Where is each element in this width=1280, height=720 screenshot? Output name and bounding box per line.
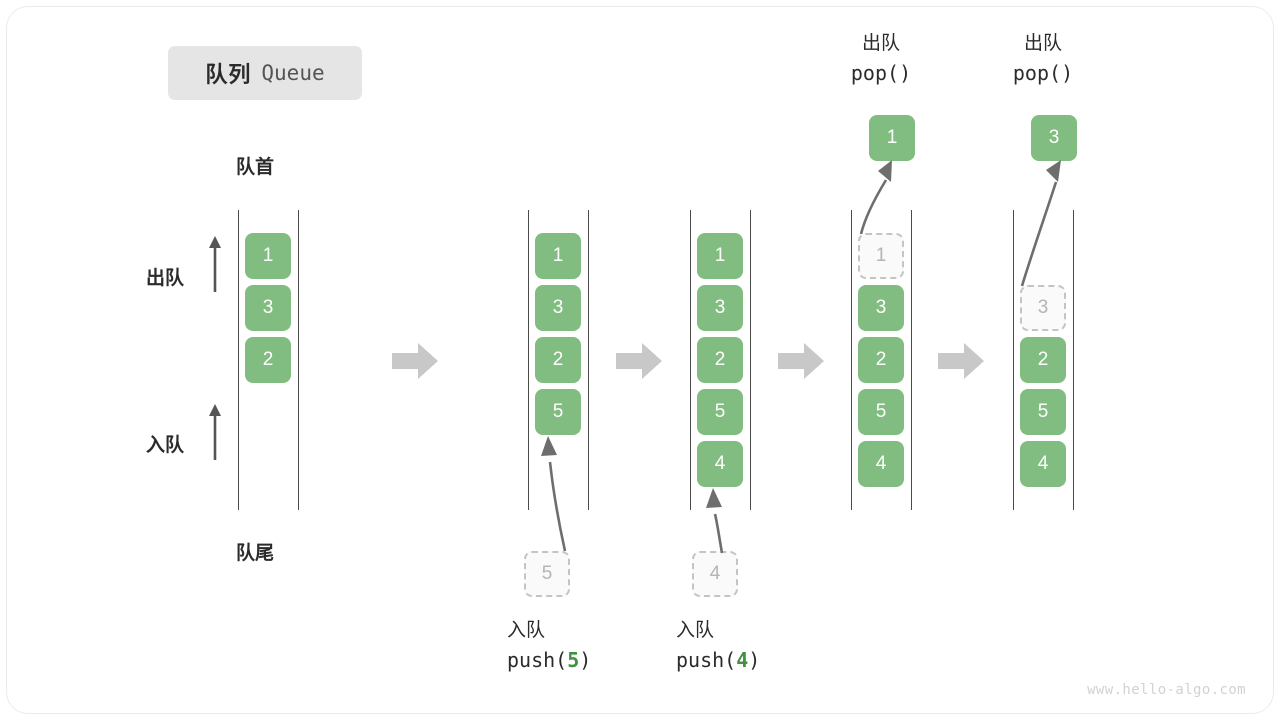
step-separator-arrow-icon <box>616 343 662 379</box>
queue-rail-left-5 <box>1013 210 1014 510</box>
step-separator-arrow-icon <box>392 343 438 379</box>
removed-ghost-box: 1 <box>858 233 904 279</box>
title-chinese: 队列 <box>205 62 252 87</box>
queue-rail-right-1 <box>298 210 299 510</box>
queue-box-new: 4 <box>697 441 743 487</box>
push-4-caption-cn: 入队 <box>676 620 715 641</box>
incoming-ghost-box: 4 <box>692 551 738 597</box>
enqueue-direction-label: 入队 <box>146 435 185 456</box>
pop-3-caption-cn: 出队 <box>1023 33 1062 54</box>
popped-value-box: 3 <box>1031 115 1077 161</box>
queue-box: 5 <box>1020 389 1066 435</box>
push-4-caption-code: push(4) <box>676 648 761 672</box>
queue-box-new: 5 <box>535 389 581 435</box>
pop-3-caption-code: pop() <box>1012 61 1074 85</box>
queue-box: 3 <box>697 285 743 331</box>
popped-value-box: 1 <box>869 115 915 161</box>
dequeue-direction-label: 出队 <box>146 268 185 289</box>
queue-head-label: 队首 <box>236 157 275 178</box>
queue-box: 3 <box>245 285 291 331</box>
queue-box: 2 <box>535 337 581 383</box>
dequeue-arrow-icon <box>209 236 221 292</box>
removed-ghost-box: 3 <box>1020 285 1066 331</box>
push-5-caption-cn: 入队 <box>507 620 546 641</box>
queue-box: 2 <box>245 337 291 383</box>
pop-3-caption: 出队 pop() <box>973 30 1113 88</box>
queue-rail-right-4 <box>911 210 912 510</box>
queue-rail-left-2 <box>528 210 529 510</box>
queue-box: 3 <box>535 285 581 331</box>
step-separator-arrow-icon <box>938 343 984 379</box>
queue-rail-right-5 <box>1073 210 1074 510</box>
pop-1-caption-cn: 出队 <box>861 33 900 54</box>
queue-rail-left-4 <box>851 210 852 510</box>
title-english: Queue <box>261 61 325 85</box>
queue-box: 3 <box>858 285 904 331</box>
push-4-caption: 入队 push(4) <box>676 617 760 675</box>
step-separator-arrow-icon <box>778 343 824 379</box>
queue-tail-label: 队尾 <box>236 543 275 564</box>
queue-rail-left-3 <box>690 210 691 510</box>
watermark: www.hello-algo.com <box>1087 682 1246 698</box>
push-arrow-5-icon <box>541 436 567 552</box>
pop-arrow-1-icon <box>859 160 892 235</box>
queue-box: 1 <box>245 233 291 279</box>
incoming-ghost-box: 5 <box>524 551 570 597</box>
queue-box: 1 <box>535 233 581 279</box>
diagram-title-badge: 队列 Queue <box>168 46 362 100</box>
queue-box: 2 <box>858 337 904 383</box>
pop-1-caption-code: pop() <box>850 61 912 85</box>
push-5-caption: 入队 push(5) <box>507 617 591 675</box>
queue-rail-left-1 <box>238 210 239 510</box>
queue-box: 1 <box>697 233 743 279</box>
queue-box: 5 <box>697 389 743 435</box>
pop-1-caption: 出队 pop() <box>811 30 951 88</box>
queue-box: 4 <box>1020 441 1066 487</box>
push-5-caption-code: push(5) <box>507 648 592 672</box>
queue-box: 4 <box>858 441 904 487</box>
queue-rail-right-3 <box>750 210 751 510</box>
queue-box: 5 <box>858 389 904 435</box>
enqueue-arrow-icon <box>209 404 221 460</box>
pop-arrow-3-icon <box>1020 160 1061 287</box>
queue-box: 2 <box>1020 337 1066 383</box>
queue-rail-right-2 <box>588 210 589 510</box>
push-arrow-4-icon <box>706 488 724 554</box>
queue-box: 2 <box>697 337 743 383</box>
